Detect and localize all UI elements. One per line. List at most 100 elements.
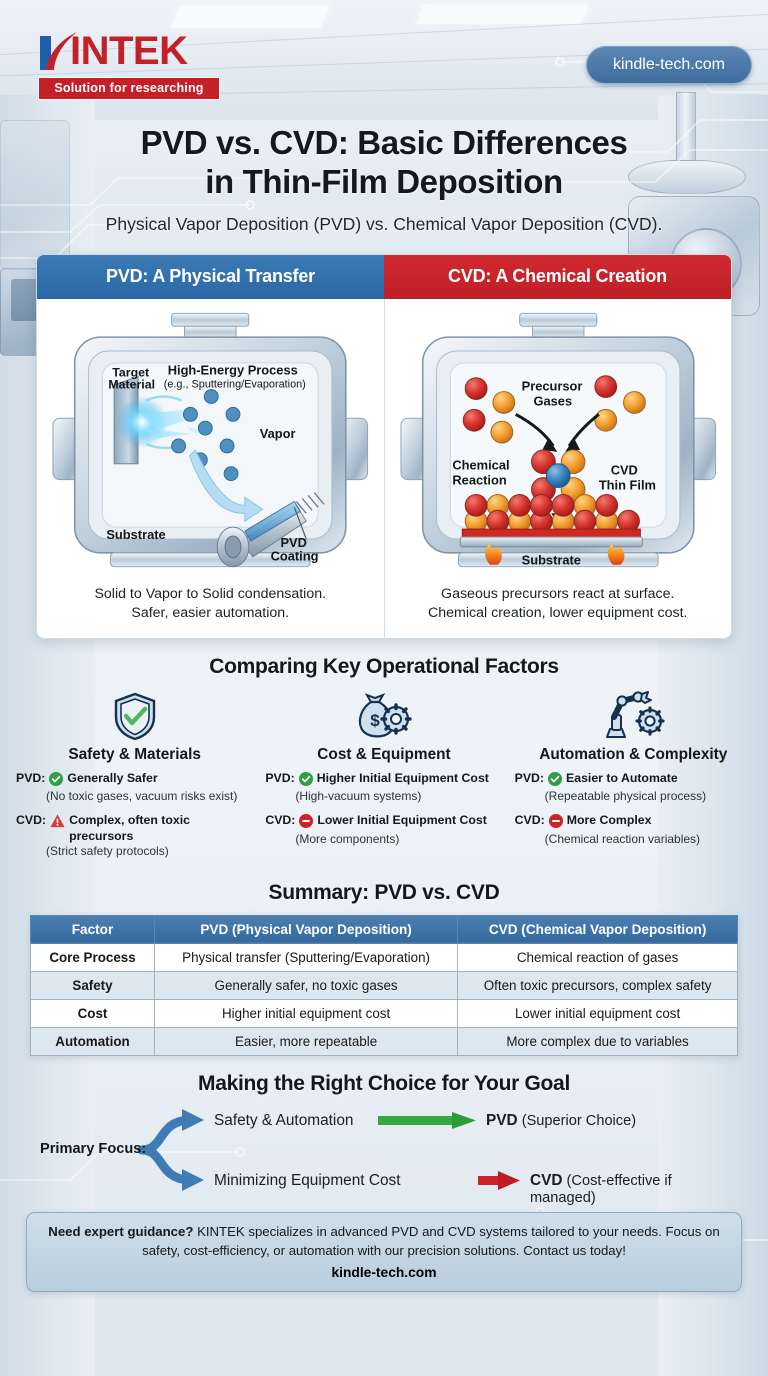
factor-cvd-label: CVD: bbox=[16, 813, 47, 828]
svg-text:(e.g., Sputtering/Evaporation): (e.g., Sputtering/Evaporation) bbox=[164, 378, 306, 390]
cell-cvd: Lower initial equipment cost bbox=[457, 998, 738, 1028]
cta-lead: Need expert guidance? bbox=[48, 1223, 194, 1239]
pvd-panel-header: PVD: A Physical Transfer bbox=[37, 254, 384, 299]
logo-text: INTEK bbox=[70, 29, 188, 73]
factor-automation-complexity: Automation & Complexity PVD: Easier to A… bbox=[509, 687, 758, 869]
factor-pvd-note: (Repeatable physical process) bbox=[544, 788, 707, 803]
pvd-caption: Solid to Vapor to Solid condensation. Sa… bbox=[47, 585, 374, 624]
cell-factor: Core Process bbox=[30, 942, 155, 972]
cta-banner: Need expert guidance? KINTEK specializes… bbox=[26, 1211, 742, 1292]
cell-cvd: Chemical reaction of gases bbox=[457, 942, 738, 972]
factor-pvd-value: Easier to Automate bbox=[566, 770, 678, 785]
summary-table-wrap: Factor PVD (Physical Vapor Deposition) C… bbox=[30, 914, 738, 1056]
flow-result-1-rest: (Superior Choice) bbox=[517, 1112, 637, 1129]
factor-cvd-value: Lower Initial Equipment Cost bbox=[317, 813, 487, 828]
cvd-panel: Precursor Gases Chemical Reaction CVD Th… bbox=[385, 299, 732, 638]
comparison-card: PVD: A Physical Transfer CVD: A Chemical… bbox=[36, 253, 732, 639]
cvd-caption-line2: Chemical creation, lower equipment cost. bbox=[428, 605, 688, 622]
cell-cvd: Often toxic precursors, complex safety bbox=[457, 970, 738, 1000]
robot-arm-gear-icon bbox=[515, 687, 752, 741]
factor-pvd-value: Higher Initial Equipment Cost bbox=[316, 770, 489, 785]
table-header-row: Factor PVD (Physical Vapor Deposition) C… bbox=[30, 914, 738, 944]
factor-cvd-row: CVD: More Complex (Chemical reaction var… bbox=[515, 813, 752, 847]
flow-result-1: PVD (Superior Choice) bbox=[486, 1112, 636, 1130]
warning-triangle-icon bbox=[50, 814, 65, 832]
check-circle-icon bbox=[548, 771, 563, 790]
factor-pvd-label: PVD: bbox=[514, 770, 545, 785]
svg-text:Chemical: Chemical bbox=[452, 458, 509, 473]
svg-text:Substrate: Substrate bbox=[106, 527, 165, 542]
svg-text:Vapor: Vapor bbox=[260, 426, 296, 441]
factors-row: Safety & Materials PVD: Generally Safer … bbox=[10, 687, 758, 869]
minus-circle-icon bbox=[548, 814, 563, 832]
th-factor: Factor bbox=[30, 914, 155, 944]
svg-text:Gases: Gases bbox=[533, 393, 572, 408]
table-row: Cost Higher initial equipment cost Lower… bbox=[30, 998, 738, 1028]
cta-text: Need expert guidance? KINTEK specializes… bbox=[43, 1223, 725, 1261]
cta-site-link[interactable]: kindle-tech.com bbox=[331, 1264, 437, 1280]
table-row: Automation Easier, more repeatable More … bbox=[30, 1026, 738, 1056]
page-subtitle: Physical Vapor Deposition (PVD) vs. Chem… bbox=[105, 213, 663, 234]
svg-text:High-Energy Process: High-Energy Process bbox=[168, 363, 298, 378]
cell-factor: Safety bbox=[30, 970, 155, 1000]
kintek-logo[interactable]: INTEK Solution for researching bbox=[38, 28, 220, 100]
svg-text:$: $ bbox=[370, 711, 380, 730]
page-title-line2: in Thin-Film Deposition bbox=[205, 162, 563, 200]
factor-cvd-value: More Complex bbox=[566, 813, 652, 828]
cell-cvd: More complex due to variables bbox=[457, 1026, 738, 1056]
th-pvd: PVD (Physical Vapor Deposition) bbox=[153, 914, 459, 944]
factor-cvd-value: Complex, often toxic precursors bbox=[69, 813, 190, 843]
factor-cvd-note: (More components) bbox=[295, 831, 400, 846]
cvd-chamber-diagram: Precursor Gases Chemical Reaction CVD Th… bbox=[399, 312, 716, 568]
factor-title: Safety & Materials bbox=[68, 745, 201, 763]
cell-pvd: Higher initial equipment cost bbox=[153, 998, 459, 1028]
choice-heading: Making the Right Choice for Your Goal bbox=[198, 1071, 570, 1095]
page-title-line1: PVD vs. CVD: Basic Differences bbox=[140, 124, 628, 161]
factor-pvd-row: PVD: Higher Initial Equipment Cost (High… bbox=[265, 771, 502, 805]
factor-pvd-row: PVD: Generally Safer (No toxic gases, va… bbox=[16, 771, 253, 805]
check-circle-icon bbox=[49, 771, 64, 790]
logo-wordmark: INTEK bbox=[38, 28, 220, 76]
flow-result-2-rest: (Cost-effective if managed) bbox=[530, 1172, 672, 1206]
factor-cvd-note: (Strict safety protocols) bbox=[46, 844, 169, 859]
pvd-chamber-diagram: Target Material High-Energy Process (e.g… bbox=[52, 312, 369, 568]
money-bag-gear-icon: $ bbox=[265, 687, 502, 741]
flow-arrows bbox=[137, 1108, 520, 1191]
th-cvd: CVD (Chemical Vapor Deposition) bbox=[457, 914, 738, 944]
summary-heading: Summary: PVD vs. CVD bbox=[268, 880, 500, 904]
cell-pvd: Physical transfer (Sputtering/Evaporatio… bbox=[153, 942, 459, 972]
cta-body: KINTEK specializes in advanced PVD and C… bbox=[142, 1223, 720, 1258]
factor-cvd-note: (Chemical reaction variables) bbox=[544, 831, 701, 846]
comparison-body: Target Material High-Energy Process (e.g… bbox=[37, 298, 732, 638]
factor-cvd-row: CVD: Complex, often toxic precursors (St… bbox=[16, 813, 253, 859]
flow-result-2-bold: CVD bbox=[530, 1171, 563, 1189]
pvd-caption-line1: Solid to Vapor to Solid condensation. bbox=[94, 585, 327, 602]
factor-pvd-value: Generally Safer bbox=[67, 770, 158, 785]
check-circle-icon bbox=[298, 771, 313, 790]
table-row: Core Process Physical transfer (Sputteri… bbox=[30, 942, 738, 972]
pvd-panel: Target Material High-Energy Process (e.g… bbox=[37, 298, 385, 638]
svg-text:Thin Film: Thin Film bbox=[598, 477, 655, 492]
page-title: PVD vs. CVD: Basic Differences in Thin-F… bbox=[0, 124, 768, 202]
cell-pvd: Easier, more repeatable bbox=[153, 1026, 459, 1056]
factor-cvd-label: CVD: bbox=[265, 813, 296, 828]
primary-focus-label: Primary Focus: bbox=[40, 1140, 147, 1157]
summary-table: Factor PVD (Physical Vapor Deposition) C… bbox=[30, 914, 738, 1056]
pvd-caption-line2: Safer, easier automation. bbox=[131, 605, 290, 622]
flow-result-2: CVD (Cost-effective if managed) bbox=[530, 1172, 738, 1206]
cell-pvd: Generally safer, no toxic gases bbox=[153, 970, 459, 1000]
svg-text:Target: Target bbox=[112, 366, 149, 380]
factor-pvd-note: (High-vacuum systems) bbox=[295, 788, 422, 803]
flow-result-1-bold: PVD bbox=[486, 1111, 518, 1129]
minus-circle-icon bbox=[299, 814, 314, 832]
cvd-caption: Gaseous precursors react at surface. Che… bbox=[395, 585, 722, 624]
factors-heading: Comparing Key Operational Factors bbox=[209, 654, 559, 678]
factor-pvd-row: PVD: Easier to Automate (Repeatable phys… bbox=[515, 771, 752, 805]
site-url-badge[interactable]: kindle-tech.com bbox=[585, 46, 752, 84]
lab-machine bbox=[0, 120, 70, 270]
title-block: PVD vs. CVD: Basic Differences in Thin-F… bbox=[0, 124, 768, 235]
decision-flow: Primary Focus: Safety & Automation PVD (… bbox=[30, 1102, 738, 1206]
svg-text:Precursor: Precursor bbox=[521, 378, 582, 393]
logo-tagline: Solution for researching bbox=[38, 77, 220, 100]
svg-text:CVD: CVD bbox=[610, 463, 637, 478]
